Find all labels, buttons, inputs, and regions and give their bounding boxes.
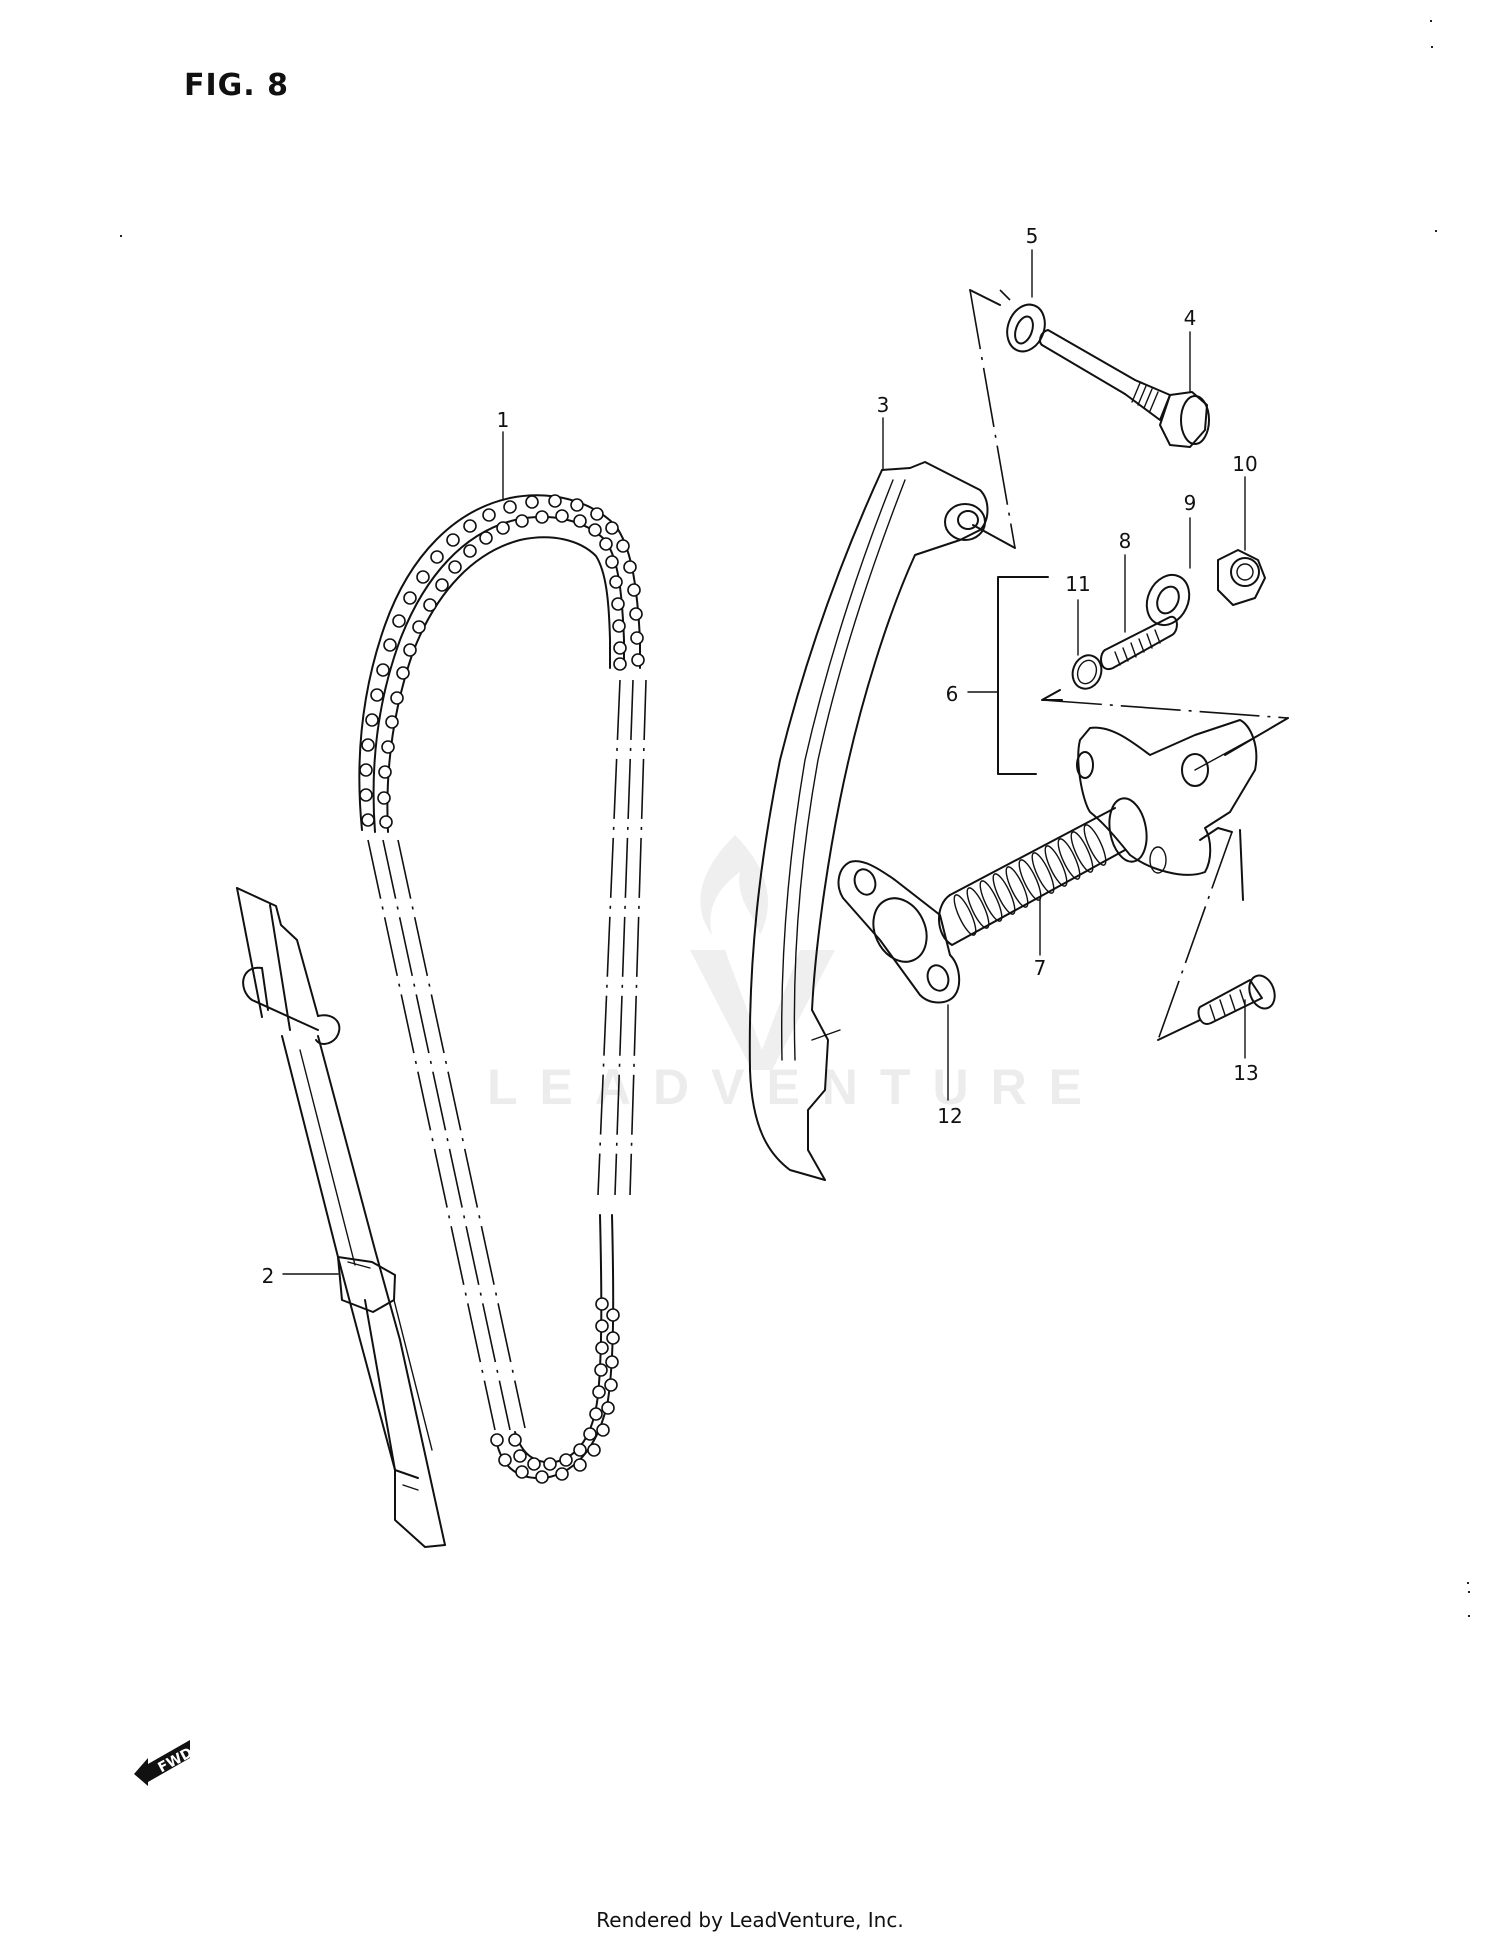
render-credit-footer: Rendered by LeadVenture, Inc. — [596, 1908, 904, 1932]
callout-10-nut: 10 — [1232, 452, 1258, 476]
callout-3-tensioner-arm: 3 — [876, 393, 890, 417]
callout-13-bolt: 13 — [1233, 1061, 1259, 1085]
callout-2-chain-guide: 2 — [261, 1264, 275, 1288]
callout-9-washer: 9 — [1183, 491, 1197, 515]
o-ring-11 — [1071, 599, 1103, 690]
callout-8-adjuster-screw: 8 — [1118, 529, 1132, 553]
scan-speck — [1468, 1615, 1470, 1617]
chain-guide — [236, 887, 446, 1548]
scan-speck — [1467, 1582, 1469, 1584]
bolt-13 — [1197, 974, 1276, 1059]
scan-speck — [1431, 46, 1433, 48]
watermark-text: LEADVENTURE — [487, 1059, 1105, 1115]
gasket-12 — [837, 860, 961, 1101]
scan-speck — [1468, 1591, 1470, 1593]
callout-7-spring-plunger: 7 — [1033, 956, 1047, 980]
washer-5 — [1006, 249, 1046, 353]
tensioner-body-6 — [1076, 719, 1269, 901]
figure-title: FIG. 8 — [184, 68, 289, 103]
spring-plunger-7 — [938, 797, 1148, 956]
bolt-4 — [1039, 329, 1210, 448]
watermark-logo-icon — [690, 835, 835, 1070]
forward-arrow-icon: FWD — [134, 1740, 195, 1786]
callout-5-washer: 5 — [1025, 224, 1039, 248]
callout-6-tensioner-assembly: 6 — [945, 682, 959, 706]
nut-10 — [1217, 476, 1266, 606]
callout-1-cam-chain: 1 — [496, 408, 510, 432]
scan-speck — [1430, 20, 1432, 22]
scan-speck — [120, 235, 122, 237]
tensioner-arm — [748, 417, 989, 1181]
callout-4-bolt: 4 — [1183, 306, 1197, 330]
washer-9 — [1145, 517, 1191, 627]
cam-chain — [358, 431, 647, 1484]
assembly-bracket-6 — [967, 576, 1049, 775]
callout-11-o-ring: 11 — [1065, 572, 1091, 596]
scan-speck — [1435, 230, 1437, 232]
adjuster-screw-8 — [1100, 554, 1178, 671]
callout-12-gasket: 12 — [937, 1104, 963, 1128]
